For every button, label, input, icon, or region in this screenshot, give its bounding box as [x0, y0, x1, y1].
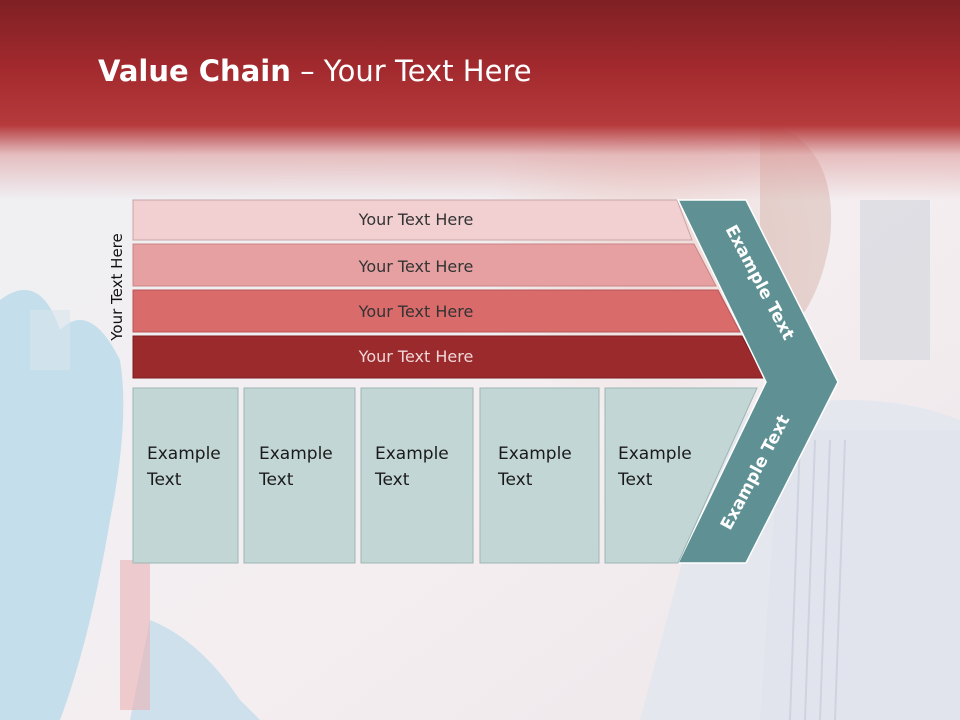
bar-3-label: Your Text Here [358, 302, 474, 321]
header-band [0, 0, 960, 200]
bar-2-shape [132, 243, 717, 287]
reflect-box-5-line1: Example [618, 662, 692, 682]
bar-3[interactable]: Your Text Here [132, 289, 741, 333]
box-2-line2: Text [258, 470, 294, 490]
box-1-line1: Example [147, 444, 221, 464]
box-3-shape [360, 387, 474, 564]
bar-1-label: Your Text Here [358, 210, 474, 229]
bar-4-label: Your Text Here [358, 347, 474, 366]
title-rest: – Your Text Here [290, 54, 532, 88]
box-3[interactable]: Example Text [360, 387, 474, 564]
reflect-box-2-line2: Text [258, 636, 294, 656]
reflect-box-2-line1: Example [259, 662, 333, 682]
box-1-line2: Text [146, 470, 182, 490]
reflect-box-3-line2: Text [374, 636, 410, 656]
box-5-line1: Example [618, 444, 692, 464]
bar-2-label: Your Text Here [358, 257, 474, 276]
reflect-box-4-line2: Text [497, 636, 533, 656]
box-1-shape [132, 387, 239, 564]
reflect-box-5-line2: Text [617, 636, 653, 656]
bar-1-shape [132, 199, 693, 241]
bar-3-shape [132, 289, 741, 333]
box-1[interactable]: Example Text [132, 387, 239, 564]
box-3-line1: Example [375, 444, 449, 464]
bar-4[interactable]: Your Text Here [132, 335, 765, 379]
box-3-line2: Text [374, 470, 410, 490]
box-4[interactable]: Example Text [479, 387, 600, 564]
box-5-line2: Text [617, 470, 653, 490]
reflection: Example Text Example Text Example Text E… [132, 562, 826, 720]
box-4-line1: Example [498, 444, 572, 464]
box-4-line2: Text [497, 470, 533, 490]
bar-1[interactable]: Your Text Here [132, 199, 693, 241]
box-2-shape [243, 387, 356, 564]
reflect-box-3-line1: Example [375, 662, 449, 682]
box-2-line1: Example [259, 444, 333, 464]
bar-2[interactable]: Your Text Here [132, 243, 717, 287]
reflect-box-4-line1: Example [498, 662, 572, 682]
box-2[interactable]: Example Text [243, 387, 356, 564]
reflect-box-1-line2: Text [146, 636, 182, 656]
title-bold: Value Chain [98, 54, 291, 88]
slide-title: Value Chain – Your Text Here [98, 54, 532, 88]
reflect-box-1-line1: Example [147, 662, 221, 682]
